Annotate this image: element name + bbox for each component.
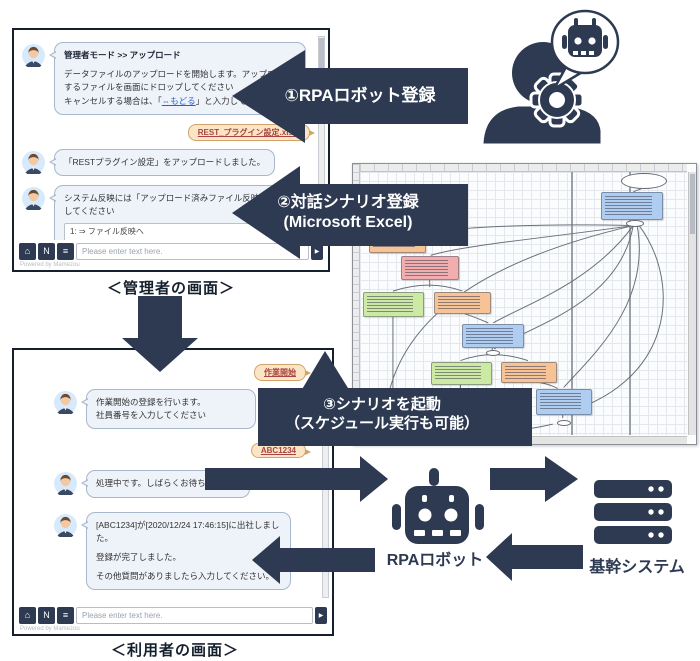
menu-button[interactable]: ≡ [57, 607, 74, 624]
scenario-node-green [363, 292, 424, 317]
column-header-strip [360, 164, 687, 172]
user-window-caption: ＜利用者の画面＞ [110, 642, 239, 659]
admin-chat-body: 管理者モード >> アップロード データファイルのアップロードを開始します。アッ… [14, 30, 328, 240]
user-reply-row: 作業開始 [54, 364, 311, 381]
admin-chat-window: 管理者モード >> アップロード データファイルのアップロードを開始します。アッ… [12, 28, 330, 272]
robot-eye [418, 508, 432, 522]
bot-message-bubble: [ABC1234]が[2020/12/24 17:46:15]に出社しました。 … [81, 511, 291, 591]
robot-antenna [429, 468, 439, 486]
admin-person-gear-icon [480, 9, 620, 147]
scenario-node-blue [601, 192, 663, 220]
send-button[interactable]: ▶ [311, 243, 323, 260]
message-text: [ABC1234]が[2020/12/24 17:46:15]に出社しました。 [96, 519, 280, 543]
operator-avatar-icon [22, 150, 45, 174]
robot-face [568, 25, 602, 57]
chat-scrollbar[interactable] [318, 36, 325, 234]
bot-message-bubble: 処理中です。しばらくお待ちください [81, 470, 250, 498]
message-text: データファイルのアップロードを開始します。アップロードするファイルを画面にドロッ… [64, 69, 293, 93]
bookmark-button[interactable]: N [38, 607, 55, 624]
bot-message-bubble: 作業開始の登録を行います。 社員番号を入力してください [81, 389, 256, 430]
scenario-node-orange [501, 362, 557, 383]
start-node [621, 173, 667, 189]
user-chat-toolbar: ⌂ N ≡ ▶ [19, 607, 327, 624]
junction-node [557, 420, 571, 426]
page-break-line [629, 172, 631, 435]
scenario-node-green [431, 362, 492, 385]
robot-eye [444, 508, 458, 522]
user-message-3: [ABC1234]が[2020/12/24 17:46:15]に出社しました。 … [54, 511, 318, 591]
user-chat-body: 作業開始 作業開始の登録を行います。 社員番号を入力してください ABC1234… [14, 350, 332, 604]
excel-vertical-scrollbar[interactable] [688, 172, 696, 435]
employee-id-chip[interactable]: ABC1234 [250, 443, 312, 459]
powered-by-label: Powered by Mamezou [20, 626, 80, 632]
send-button[interactable]: ▶ [315, 607, 327, 624]
scenario-node-orange [434, 292, 491, 314]
message-text: 作業開始の登録を行います。 [96, 397, 206, 407]
bot-message-bubble: 管理者モード >> アップロード データファイルのアップロードを開始します。アッ… [49, 42, 306, 115]
row-header-strip [353, 164, 360, 435]
message-text: キャンセルする場合は、「⇔もどる」と入力してください [64, 95, 281, 106]
robot-ear-left [392, 504, 401, 530]
message-title: 管理者モード >> アップロード [64, 50, 181, 60]
home-button[interactable]: ⌂ [19, 607, 36, 624]
robot-speech-bubble [550, 9, 620, 93]
admin-chat-toolbar: ⌂ N ≡ ▶ [19, 243, 323, 260]
operator-avatar-icon [54, 391, 77, 414]
admin-message-2: 「RESTプラグイン設定」をアップロードしました。 [22, 148, 314, 176]
page-break-line [571, 172, 573, 435]
core-system-label: 基幹システム [589, 559, 685, 576]
bookmark-button[interactable]: N [38, 243, 55, 260]
excel-scenario-window [352, 163, 697, 445]
junction-node [486, 350, 500, 356]
chat-text-input[interactable] [76, 243, 309, 260]
bot-message-bubble: システム反映には「アップロード済みファイル反映」を選択してください 1: ⇒ フ… [49, 184, 304, 240]
excel-horizontal-scrollbar[interactable] [360, 436, 687, 444]
rpa-robot-label: RPAロボット [386, 552, 484, 569]
work-start-chip[interactable]: 作業開始 [254, 364, 311, 381]
system-to-robot-arrow [486, 533, 583, 581]
rpa-robot-icon [392, 468, 484, 544]
modoru-link[interactable]: ⇔もどる [161, 95, 196, 106]
message-text: その他質問がありましたら入力してください。 [96, 571, 274, 582]
uploaded-file-chip[interactable]: REST_プラグイン設定.xlsm [187, 123, 316, 141]
user-message-2: 処理中です。しばらくお待ちください [54, 470, 318, 498]
user-reply-row: REST_プラグイン設定.xlsm [22, 123, 316, 141]
message-text: システム反映には「アップロード済みファイル反映」を選択してください [64, 192, 294, 217]
user-chat-window: 作業開始 作業開始の登録を行います。 社員番号を入力してください ABC1234… [12, 348, 334, 636]
chat-scrollbar[interactable] [322, 356, 329, 598]
junction-node [626, 220, 644, 227]
scenario-node-red [401, 256, 459, 280]
scenario-node-blue [536, 389, 592, 415]
chat-text-input[interactable] [76, 607, 313, 624]
admin-window-caption: ＜管理者の画面＞ [106, 280, 235, 297]
scenario-node-blue [462, 324, 524, 348]
robot-to-system-arrow [490, 456, 578, 502]
message-text: 社員番号を入力してください [96, 410, 206, 421]
admin-message-3: システム反映には「アップロード済みファイル反映」を選択してください 1: ⇒ フ… [22, 184, 314, 240]
operator-avatar-icon [22, 44, 45, 67]
operator-avatar-icon [54, 472, 77, 496]
powered-by-label: Powered by Mamezou [20, 262, 80, 268]
home-button[interactable]: ⌂ [19, 243, 36, 260]
scenario-node-orange [369, 239, 426, 253]
gear-icon [529, 72, 585, 128]
bot-message-bubble: 「RESTプラグイン設定」をアップロードしました。 [48, 148, 276, 176]
user-message-1: 作業開始の登録を行います。 社員番号を入力してください [54, 389, 318, 430]
menu-button[interactable]: ≡ [57, 243, 74, 260]
operator-avatar-icon [54, 513, 77, 537]
operator-avatar-icon [22, 186, 45, 210]
user-reply-row: ABC1234 [54, 443, 312, 459]
message-text: 登録が完了しました。 [96, 551, 182, 562]
file-reflect-option[interactable]: 1: ⇒ ファイル反映へ [64, 223, 294, 240]
admin-message-1: 管理者モード >> アップロード データファイルのアップロードを開始します。アッ… [22, 42, 314, 115]
core-system-server-icon [594, 480, 672, 544]
robot-ear-right [475, 504, 484, 530]
